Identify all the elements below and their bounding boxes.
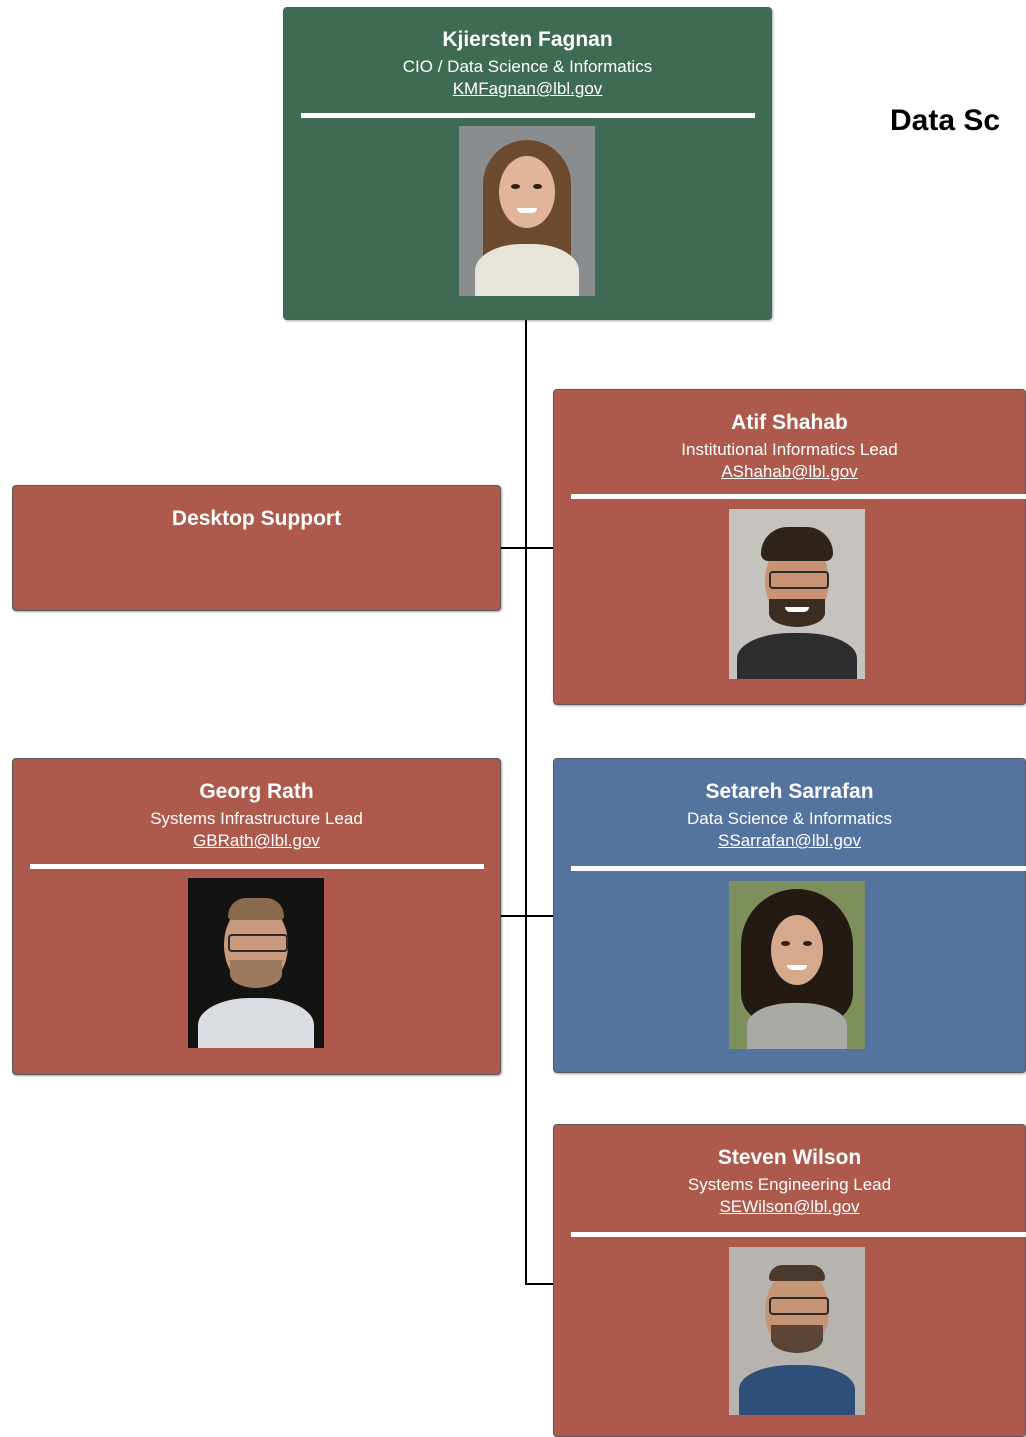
connector-georg-setareh bbox=[501, 915, 553, 917]
unit-name: Desktop Support bbox=[171, 507, 342, 530]
portrait-photo bbox=[459, 126, 595, 296]
divider-rule bbox=[301, 113, 755, 118]
portrait-photo bbox=[188, 878, 324, 1048]
person-name: Atif Shahab bbox=[731, 411, 848, 434]
person-role: Systems Infrastructure Lead bbox=[150, 809, 363, 828]
person-name: Setareh Sarrafan bbox=[705, 780, 874, 803]
org-card-desktop-support[interactable]: Desktop Support bbox=[12, 485, 501, 611]
divider-rule bbox=[571, 866, 1026, 871]
email-link[interactable]: GBRath@lbl.gov bbox=[193, 831, 320, 850]
divider-rule bbox=[571, 494, 1026, 499]
org-card-setareh-sarrafan[interactable]: Setareh Sarrafan Data Science & Informat… bbox=[553, 758, 1026, 1073]
page-title: Data Sc bbox=[890, 104, 1001, 137]
email-link[interactable]: SEWilson@lbl.gov bbox=[719, 1197, 860, 1216]
org-card-steven-wilson[interactable]: Steven Wilson Systems Engineering Lead S… bbox=[553, 1124, 1026, 1437]
person-role: Institutional Informatics Lead bbox=[681, 440, 898, 459]
org-card-root[interactable]: Kjiersten Fagnan CIO / Data Science & In… bbox=[283, 7, 772, 320]
divider-rule bbox=[30, 864, 484, 869]
email-link[interactable]: AShahab@lbl.gov bbox=[721, 462, 858, 481]
email-link[interactable]: KMFagnan@lbl.gov bbox=[452, 79, 603, 98]
org-card-georg-rath[interactable]: Georg Rath Systems Infrastructure Lead G… bbox=[12, 758, 501, 1075]
email-link[interactable]: SSarrafan@lbl.gov bbox=[718, 831, 861, 850]
connector-desktop-support bbox=[501, 547, 553, 549]
portrait-photo bbox=[729, 1247, 865, 1415]
connector-steven bbox=[525, 1283, 553, 1285]
portrait-photo bbox=[729, 509, 865, 679]
org-card-atif-shahab[interactable]: Atif Shahab Institutional Informatics Le… bbox=[553, 389, 1026, 705]
person-name: Georg Rath bbox=[199, 780, 314, 803]
connector-trunk bbox=[525, 320, 527, 1285]
person-role: CIO / Data Science & Informatics bbox=[402, 57, 653, 76]
divider-rule bbox=[571, 1232, 1026, 1237]
person-name: Kjiersten Fagnan bbox=[442, 28, 613, 51]
portrait-photo bbox=[729, 881, 865, 1049]
person-role: Data Science & Informatics bbox=[686, 809, 893, 828]
person-role: Systems Engineering Lead bbox=[687, 1175, 892, 1194]
person-name: Steven Wilson bbox=[717, 1146, 862, 1169]
